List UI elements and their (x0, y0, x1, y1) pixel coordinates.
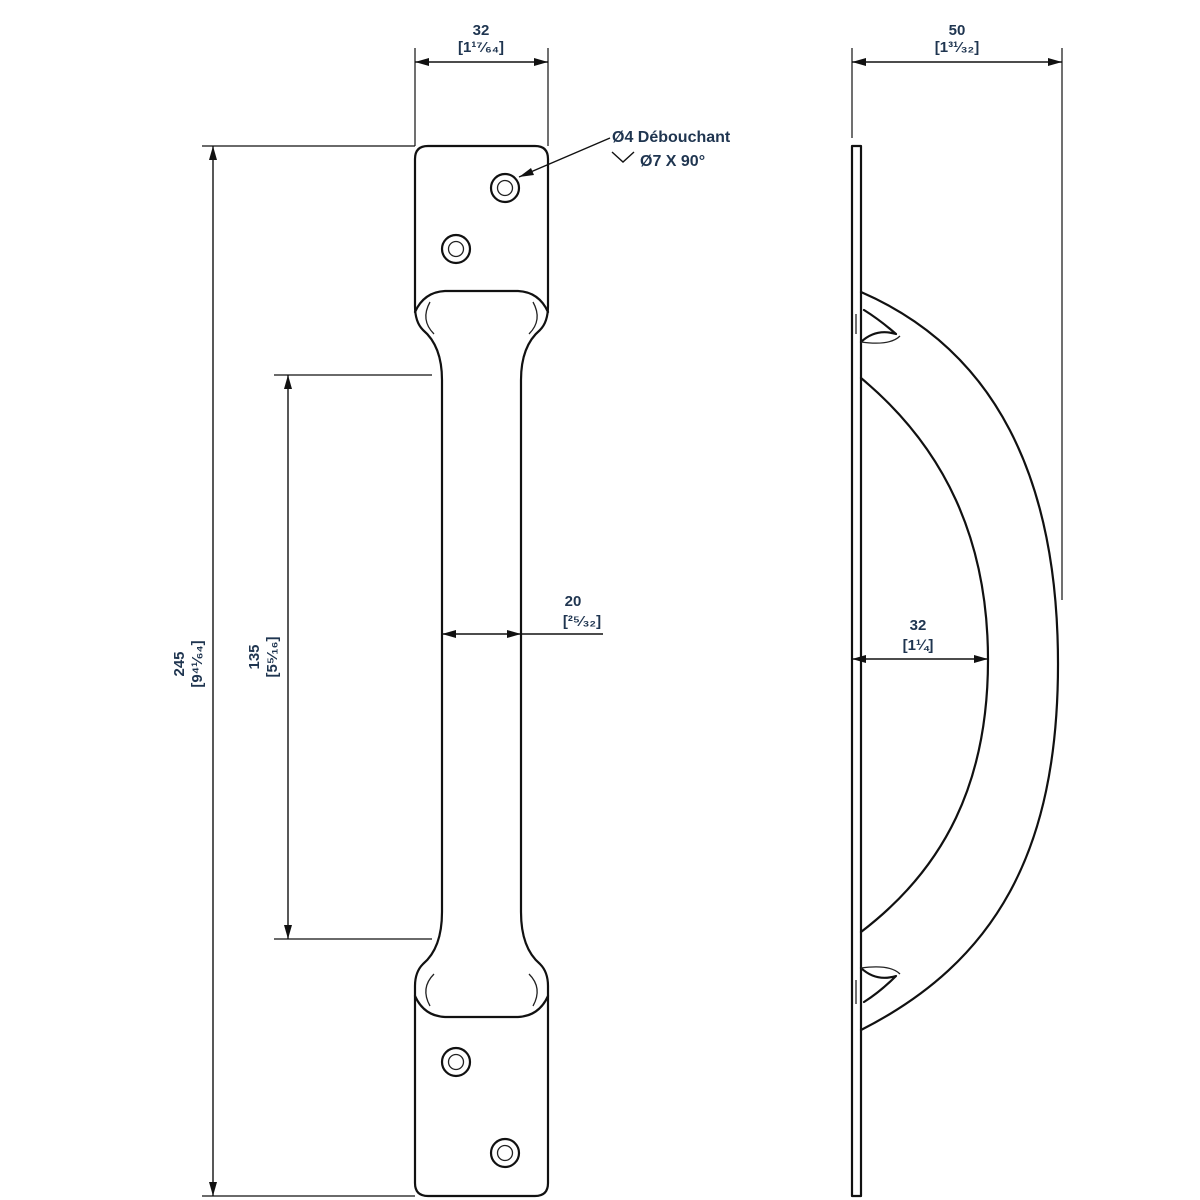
side-top-neck-line (860, 335, 901, 344)
front-bottom-inner-left (425, 973, 435, 1007)
dim-depth-fraction: [1³¹⁄₃₂] (935, 39, 979, 56)
dimension-grip-20: 20 [²⁵⁄₃₂] (442, 593, 603, 638)
hole-top-left (440, 233, 472, 265)
hole-bottom-right (489, 1137, 521, 1169)
dim-spacing-fraction: [5⁵⁄₁₆] (264, 637, 281, 678)
dim-width-value: 32 (473, 22, 490, 39)
side-view: 50 [1³¹⁄₃₂] 32 [1¼] (850, 22, 1063, 1198)
dim-clearance-value: 32 (910, 617, 927, 634)
hole-callout: Ø4 Débouchant Ø7 X 90° (518, 129, 731, 178)
dimension-spacing-135: 135 [5⁵⁄₁₆] (246, 374, 432, 940)
dimension-depth-50: 50 [1³¹⁄₃₂] (851, 22, 1063, 600)
side-handle-inner (859, 376, 990, 934)
hole-bottom-left (440, 1046, 472, 1078)
dim-clearance-fraction: [1¼] (903, 637, 934, 654)
dim-grip-fraction: [²⁵⁄₃₂] (563, 613, 601, 630)
side-top-neck (859, 308, 898, 344)
hole-note-line1: Ø4 Débouchant (612, 129, 731, 146)
side-base-plate (850, 144, 863, 1198)
dimension-width-32: 32 [1¹⁷⁄₆₄] (414, 22, 549, 146)
dim-depth-value: 50 (949, 22, 966, 39)
dim-length-fraction: [9⁴¹⁄₆₄] (189, 640, 206, 687)
countersink-symbol (611, 151, 635, 163)
dim-spacing-value: 135 (246, 644, 263, 669)
dim-length-value: 245 (171, 651, 188, 676)
front-top-inner-left (425, 301, 435, 335)
front-view: 32 [1¹⁷⁄₆₄] 245 [9⁴¹⁄₆₄] 135 [5⁵⁄₁₆] (171, 22, 731, 1198)
hole-note-line2: Ø7 X 90° (640, 153, 705, 170)
front-bottom-transition (413, 994, 550, 1019)
dim-grip-value: 20 (565, 593, 582, 610)
side-handle-outer (859, 290, 1060, 1032)
dim-width-fraction: [1¹⁷⁄₆₄] (458, 39, 504, 56)
front-bottom-inner-right (528, 973, 538, 1007)
dimension-clearance-32: 32 [1¼] (851, 617, 988, 670)
front-handle-outline (413, 144, 550, 1198)
front-top-transition (413, 289, 550, 314)
dimension-length-245: 245 [9⁴¹⁄₆₄] (171, 145, 415, 1197)
side-bottom-neck-line (860, 966, 901, 975)
front-top-inner-right (528, 301, 538, 335)
side-bottom-neck (859, 966, 898, 1004)
hole-top-right (489, 172, 521, 204)
